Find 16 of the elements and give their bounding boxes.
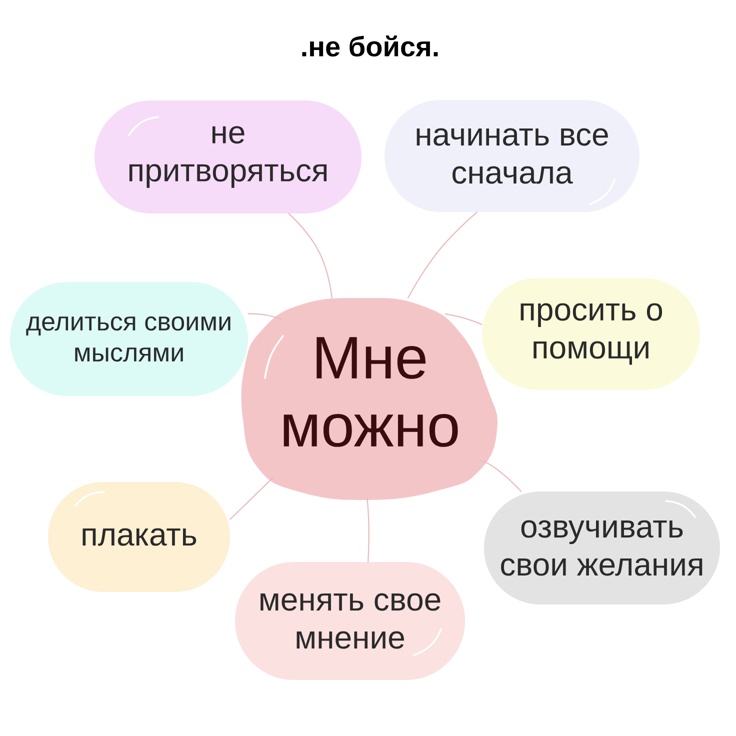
connector-line bbox=[482, 460, 522, 492]
connector-line bbox=[230, 477, 274, 520]
pill-bubble: начинать все сначала bbox=[384, 100, 640, 212]
pill-bubble: просить о помощи bbox=[482, 278, 700, 390]
title: .не бойся. bbox=[302, 35, 438, 57]
connector-line bbox=[408, 212, 478, 298]
pill-bubble: плакать bbox=[48, 482, 230, 592]
pill-bubble: менять свое мнение bbox=[235, 562, 465, 680]
connector-line bbox=[444, 313, 482, 325]
pill-bubble: не притворяться bbox=[94, 100, 362, 214]
pill-bubble: озвучивать свои желания bbox=[484, 492, 720, 604]
connector-line bbox=[288, 213, 332, 298]
connector-line bbox=[366, 497, 370, 562]
pill-bubble: делиться своими мыслями bbox=[10, 282, 248, 396]
central-blob: Мне можно bbox=[241, 298, 498, 500]
connector-line bbox=[248, 313, 282, 320]
